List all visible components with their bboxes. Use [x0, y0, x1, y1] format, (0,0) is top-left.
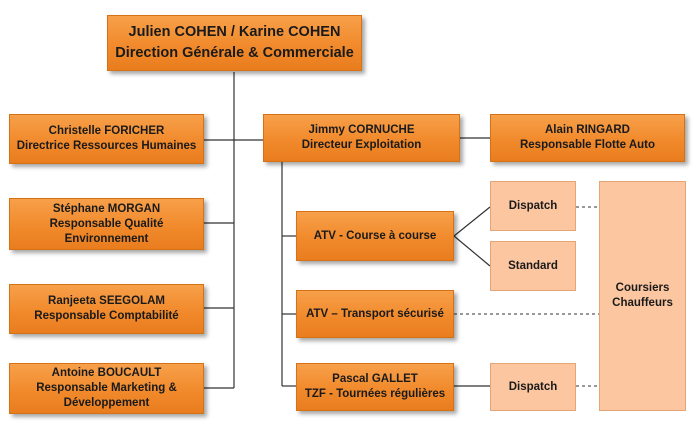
- rh-role: Directrice Ressources Humaines: [16, 140, 197, 152]
- dispatch-label-2: Dispatch: [508, 380, 558, 393]
- marketing-box: Antoine BOUCAULT Responsable Marketing &…: [9, 363, 204, 414]
- qualite-role: Responsable Qualité: [49, 217, 164, 230]
- tzf-role: TZF - Tournées régulières: [304, 388, 446, 400]
- qualite-box: Stéphane MORGAN Responsable Qualité Envi…: [9, 198, 204, 250]
- rh-name: Christelle FORICHER: [48, 125, 165, 137]
- flotte-name: Alain RINGARD: [545, 124, 630, 136]
- qualite-role-line2: Environnement: [64, 232, 149, 245]
- exploitation-box: Jimmy CORNUCHE Directeur Exploitation: [263, 114, 460, 162]
- flotte-role: Responsable Flotte Auto: [519, 139, 656, 151]
- flotte-box: Alain RINGARD Responsable Flotte Auto: [490, 114, 685, 162]
- dispatch-box-1: Dispatch: [490, 181, 576, 231]
- marketing-name: Antoine BOUCAULT: [51, 367, 162, 379]
- direction-role: Direction Générale & Commerciale: [115, 45, 354, 61]
- rh-box: Christelle FORICHER Directrice Ressource…: [9, 114, 204, 164]
- coursiers-label: Coursiers: [615, 282, 670, 294]
- dispatch-label-1: Dispatch: [508, 199, 558, 212]
- transport-securise-label: ATV – Transport sécurisé: [306, 307, 444, 320]
- exploitation-role: Directeur Exploitation: [301, 139, 422, 151]
- direction-name: Julien COHEN / Karine COHEN: [128, 24, 341, 40]
- transport-securise-box: ATV – Transport sécurisé: [296, 290, 454, 338]
- standard-box: Standard: [490, 241, 576, 291]
- standard-label: Standard: [508, 259, 558, 272]
- marketing-role: Responsable Marketing &: [36, 382, 177, 394]
- marketing-role-line2: Développement: [63, 397, 150, 409]
- comptabilite-role: Responsable Comptabilité: [34, 310, 179, 322]
- qualite-name: Stéphane MORGAN: [52, 202, 161, 215]
- dispatch-box-2: Dispatch: [490, 363, 576, 411]
- tzf-name: Pascal GALLET: [332, 373, 418, 385]
- coursiers-box: Coursiers Chauffeurs: [599, 181, 686, 411]
- comptabilite-box: Ranjeeta SEEGOLAM Responsable Comptabili…: [9, 284, 204, 334]
- chauffeurs-label: Chauffeurs: [612, 297, 673, 309]
- exploitation-name: Jimmy CORNUCHE: [308, 124, 415, 136]
- course-a-course-box: ATV - Course à course: [296, 211, 454, 261]
- course-a-course-label: ATV - Course à course: [313, 229, 437, 242]
- tzf-box: Pascal GALLET TZF - Tournées régulières: [296, 363, 454, 411]
- direction-box: Julien COHEN / Karine COHEN Direction Gé…: [107, 15, 362, 71]
- comptabilite-name: Ranjeeta SEEGOLAM: [48, 295, 165, 307]
